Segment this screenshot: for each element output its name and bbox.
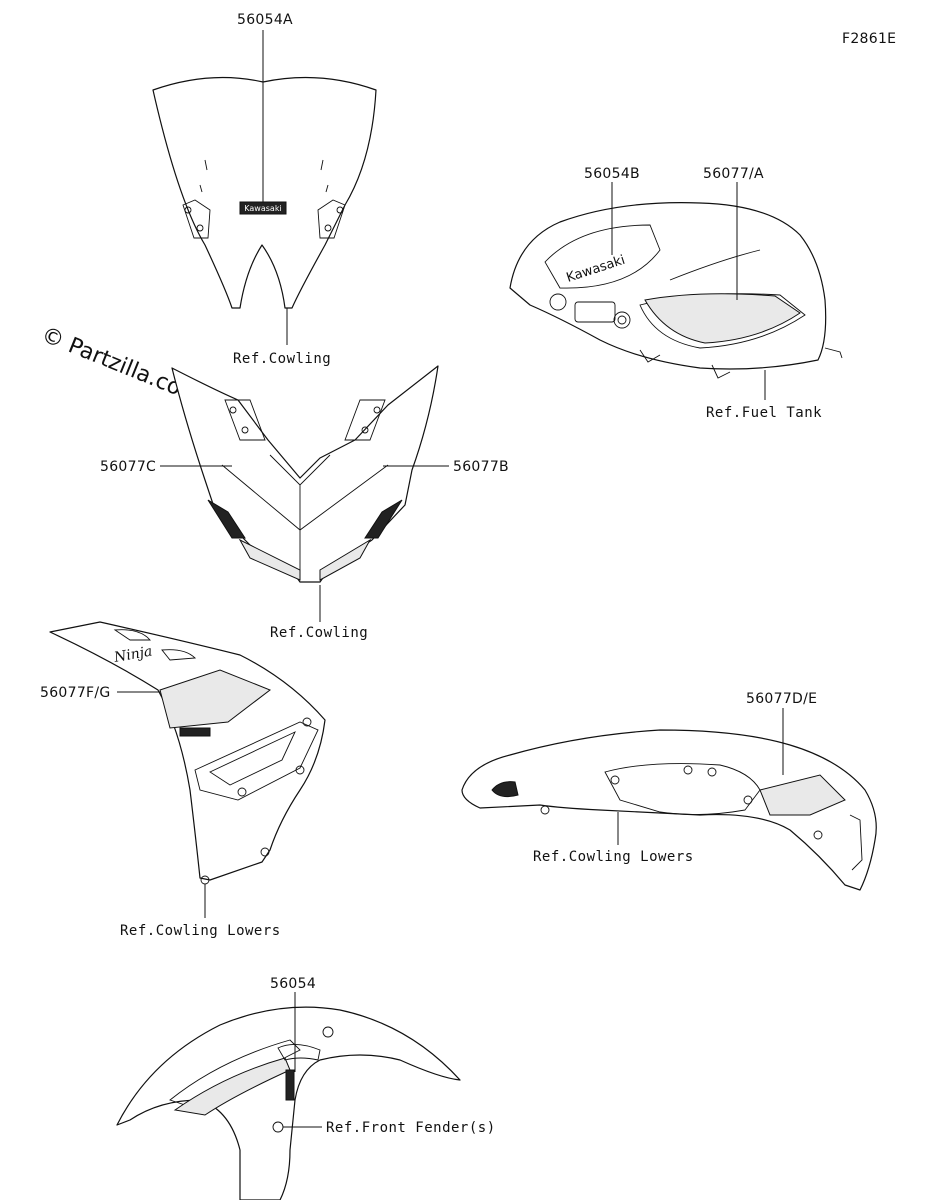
ref-label-front-fender: Ref.Front Fender(s) <box>326 1120 496 1136</box>
part-label-56054B: 56054B <box>584 166 640 182</box>
diagram-id: F2861E <box>842 31 896 47</box>
kawasaki-logo-text: Kawasaki <box>244 204 281 213</box>
right-lower-cowling-part <box>461 729 877 891</box>
part-label-56077A: 56077/A <box>703 166 764 182</box>
part-label-56054A: 56054A <box>237 12 293 28</box>
part-label-56077FG: 56077F/G <box>40 685 111 701</box>
ref-label-cowling-lowers-1: Ref.Cowling Lowers <box>120 923 281 939</box>
left-lower-cowling-part: Ninja <box>49 621 326 885</box>
fuel-tank-part: Kawasaki <box>509 202 843 379</box>
upper-cowling-part <box>171 365 439 583</box>
ref-label-fuel-tank: Ref.Fuel Tank <box>706 405 822 421</box>
ninja-logo: Ninja <box>112 644 154 667</box>
front-fender-part <box>116 1006 461 1200</box>
part-label-56077C: 56077C <box>100 459 156 475</box>
part-label-56077DE: 56077D/E <box>746 691 817 707</box>
part-label-56077B: 56077B <box>453 459 509 475</box>
part-label-56054: 56054 <box>270 976 316 992</box>
ref-label-cowling-lowers-2: Ref.Cowling Lowers <box>533 849 694 865</box>
ref-label-cowling-1: Ref.Cowling <box>233 351 331 367</box>
windshield-part: Kawasaki <box>152 76 377 309</box>
ref-label-cowling-2: Ref.Cowling <box>270 625 368 641</box>
